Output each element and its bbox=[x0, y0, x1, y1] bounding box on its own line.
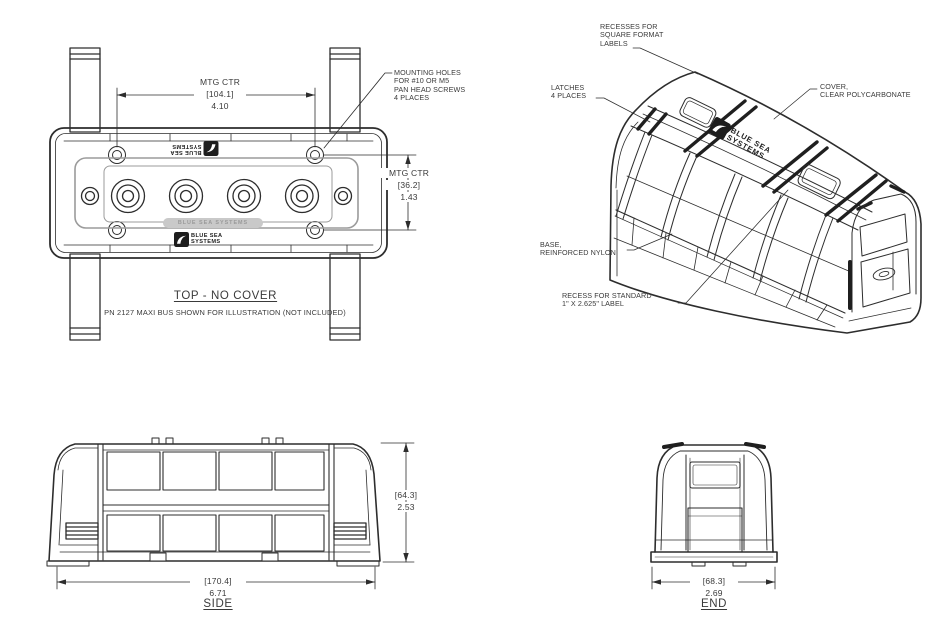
dim-end-width-inch: 2.69 bbox=[705, 588, 723, 598]
blue-sea-logo-icon bbox=[174, 232, 189, 247]
dim-side-height-mm: [64.3] bbox=[383, 490, 429, 500]
dim-end-width-mm: [68.3] bbox=[690, 576, 738, 586]
base-note: BASE, REINFORCED NYLON bbox=[540, 240, 616, 258]
iso-leaders bbox=[595, 47, 818, 304]
side-view-linework bbox=[46, 437, 415, 590]
cover-note: COVER, CLEAR POLYCARBONATE bbox=[820, 82, 911, 100]
end-view-title: END bbox=[700, 598, 728, 610]
square-label-recesses bbox=[679, 97, 841, 200]
blue-sea-logo-icon bbox=[708, 117, 731, 140]
mounting-holes-note: MOUNTING HOLES FOR #10 OR M5 PAN HEAD SC… bbox=[394, 68, 466, 102]
blue-sea-logo-icon bbox=[203, 141, 219, 156]
label-recess-watermark: BLUE SEA SYSTEMS bbox=[163, 218, 263, 228]
side-latches bbox=[65, 522, 367, 540]
leader-mounting-holes bbox=[323, 72, 393, 149]
side-view-title: SIDE bbox=[203, 598, 233, 610]
terminal-studs bbox=[80, 178, 353, 214]
dim-mtg-v-label: MTG CTR bbox=[380, 168, 438, 178]
end-view-linework bbox=[650, 442, 778, 590]
iso-end-face bbox=[848, 193, 917, 322]
recess-label-note: RECESS FOR STANDARD 1" X 2.625" LABEL bbox=[562, 291, 652, 309]
top-view-subtitle: PN 2127 MAXI BUS SHOWN FOR ILLUSTRATION … bbox=[104, 308, 346, 317]
latches-note: LATCHES 4 PLACES bbox=[551, 83, 587, 101]
recesses-note: RECESSES FOR SQUARE FORMAT LABELS bbox=[600, 22, 664, 48]
dim-mtg-h-mm: [104.1] bbox=[194, 89, 246, 99]
dim-mtg-v-inch: 1.43 bbox=[388, 192, 430, 202]
dim-mtg-v-mm: [36.2] bbox=[386, 180, 432, 190]
dim-side-width-inch: 6.71 bbox=[209, 588, 227, 598]
top-view-title: TOP - NO COVER bbox=[173, 290, 278, 302]
dim-side-width-mm: [170.4] bbox=[190, 576, 246, 586]
dim-side-height-inch: 2.53 bbox=[383, 502, 429, 512]
top-view-linework bbox=[49, 47, 417, 341]
dim-mtg-h-inch: 4.10 bbox=[211, 101, 229, 111]
dim-mtg-h-label: MTG CTR bbox=[199, 77, 241, 87]
